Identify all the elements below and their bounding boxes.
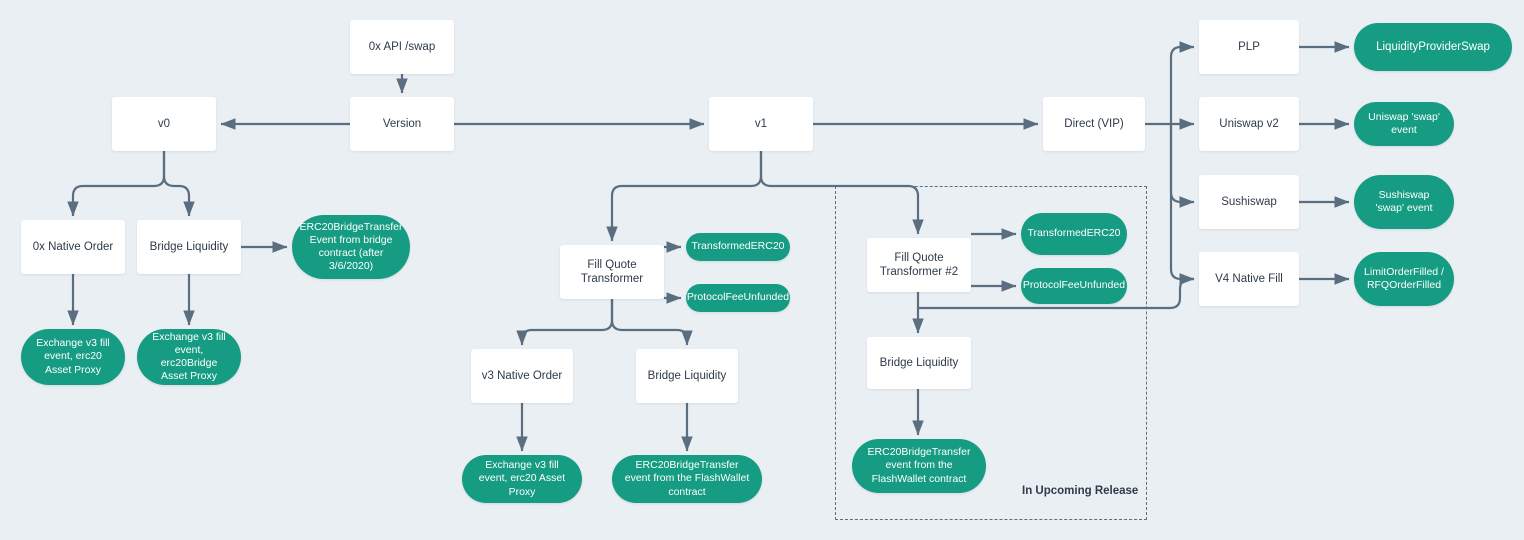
node-bridge-liquidity-v2[interactable]: Bridge Liquidity [867, 337, 971, 389]
node-liquidity-provider-swap[interactable]: LiquidityProviderSwap [1354, 23, 1512, 71]
node-version[interactable]: Version [350, 97, 454, 151]
node-api-swap[interactable]: 0x API /swap [350, 20, 454, 74]
node-exchange-v3-erc20-proxy[interactable]: Exchange v3 fill event, erc20 Asset Prox… [21, 329, 125, 385]
node-protocol-fee-unfunded-2[interactable]: ProtocolFeeUnfunded [1021, 268, 1127, 304]
node-limit-order-filled[interactable]: LimitOrderFilled / RFQOrderFilled [1354, 252, 1454, 306]
node-exchange-v3-fill-erc20[interactable]: Exchange v3 fill event, erc20 Asset Prox… [462, 455, 582, 503]
node-sushiswap-swap-event[interactable]: Sushiswap 'swap' event [1354, 175, 1454, 229]
node-uniswap-swap-event[interactable]: Uniswap 'swap' event [1354, 102, 1454, 146]
node-bridge-liquidity-v0[interactable]: Bridge Liquidity [137, 220, 241, 274]
node-bridge-liquidity-v1[interactable]: Bridge Liquidity [636, 349, 738, 403]
upcoming-release-region [835, 186, 1147, 520]
node-sushiswap[interactable]: Sushiswap [1199, 175, 1299, 229]
node-transformed-erc20-2[interactable]: TransformedERC20 [1021, 213, 1127, 255]
node-exchange-v3-erc20bridge-proxy[interactable]: Exchange v3 fill event, erc20Bridge Asse… [137, 329, 241, 385]
node-direct-vip[interactable]: Direct (VIP) [1043, 97, 1145, 151]
node-fill-quote-transformer[interactable]: Fill Quote Transformer [560, 245, 664, 299]
node-0x-native-order[interactable]: 0x Native Order [21, 220, 125, 274]
node-v3-native-order[interactable]: v3 Native Order [471, 349, 573, 403]
node-v1[interactable]: v1 [709, 97, 813, 151]
node-v0[interactable]: v0 [112, 97, 216, 151]
node-uniswap-v2[interactable]: Uniswap v2 [1199, 97, 1299, 151]
node-erc20bridgetransfer-after[interactable]: ERC20BridgeTransfer Event from bridge co… [292, 215, 410, 279]
node-fill-quote-transformer-2[interactable]: Fill Quote Transformer #2 [867, 238, 971, 292]
node-v4-native-fill[interactable]: V4 Native Fill [1199, 252, 1299, 306]
node-transformed-erc20-1[interactable]: TransformedERC20 [686, 233, 790, 261]
node-erc20bridgetransfer-flashwallet-2[interactable]: ERC20BridgeTransfer event from the Flash… [852, 439, 986, 493]
upcoming-release-label: In Upcoming Release [1022, 485, 1139, 497]
node-erc20bridgetransfer-flashwallet-1[interactable]: ERC20BridgeTransfer event from the Flash… [612, 455, 762, 503]
node-plp[interactable]: PLP [1199, 20, 1299, 74]
node-protocol-fee-unfunded-1[interactable]: ProtocolFeeUnfunded [686, 284, 790, 312]
